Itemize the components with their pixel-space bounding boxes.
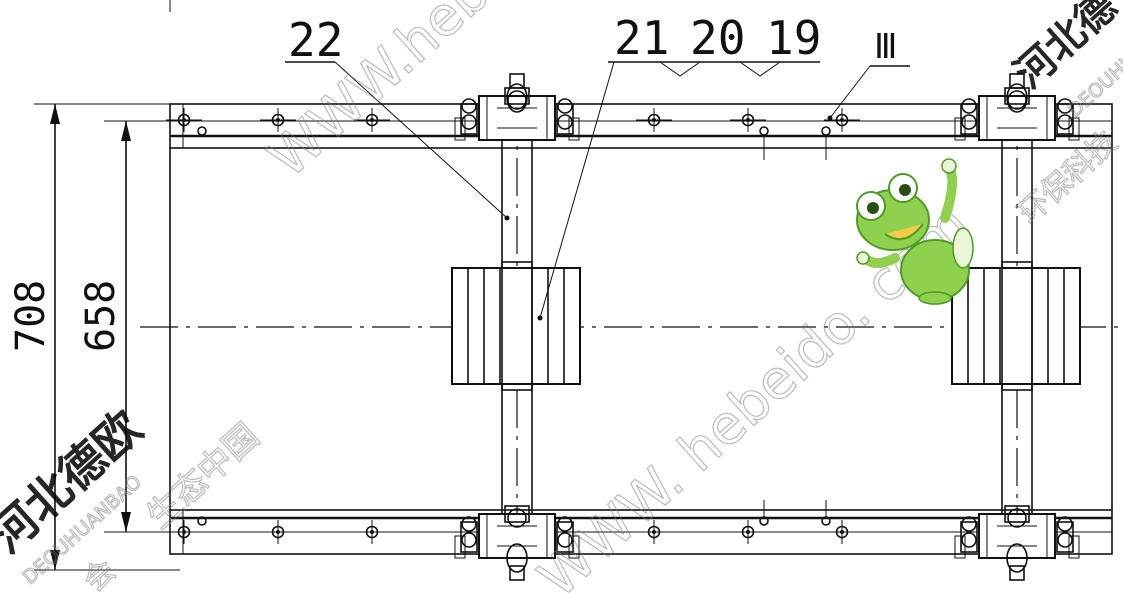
sprocket-bottom-right [954,505,1080,581]
part-label-20: 20 [690,11,745,65]
part-label-3: Ⅲ [874,27,897,67]
conveyor-frame [169,103,1113,555]
part-label-21: 21 [614,11,669,65]
watermark-slogan-partial: 会 [77,553,123,593]
part-label-19: 19 [766,11,821,65]
dimension-outer: 708 [8,280,54,352]
hub-right [951,261,1081,391]
dimension-inner: 658 [78,280,124,352]
sprocket-bottom-left [454,505,580,581]
rail-bolts [165,107,861,545]
frog-mascot-icon [856,158,974,305]
hub-left [451,261,581,391]
sprocket-top-left [454,73,580,141]
part-label-22: 22 [288,13,343,67]
dimension-lines [34,0,180,571]
sprocket-top-right [954,73,1080,141]
leader-lines [285,61,910,321]
